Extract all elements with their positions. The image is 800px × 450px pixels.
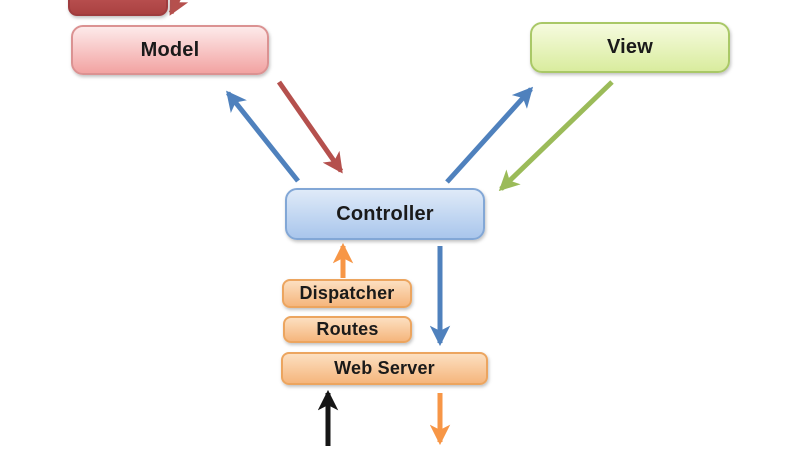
node-view-label: View	[606, 36, 653, 58]
node-controller-label: Controller	[336, 202, 434, 225]
node-web-server: Web Server	[281, 352, 488, 385]
arrow-controller-to-model	[226, 90, 300, 183]
node-controller: Controller	[285, 188, 485, 240]
node-dispatcher-label: Dispatcher	[299, 283, 395, 303]
node-dispatcher: Dispatcher	[282, 279, 412, 308]
node-routes: Routes	[283, 316, 412, 343]
arrow-cropped-top-edge	[168, 0, 189, 16]
node-model-label: Model	[140, 38, 200, 61]
node-model: Model	[71, 25, 269, 75]
arrow-controller-to-view	[445, 86, 534, 184]
node-view: View	[530, 22, 730, 73]
arrow-view-to-controller	[498, 80, 614, 192]
node-cropped-red-box	[68, 0, 168, 16]
node-web-server-label: Web Server	[334, 358, 435, 378]
arrow-model-to-controller	[276, 80, 344, 174]
node-routes-label: Routes	[316, 319, 379, 339]
